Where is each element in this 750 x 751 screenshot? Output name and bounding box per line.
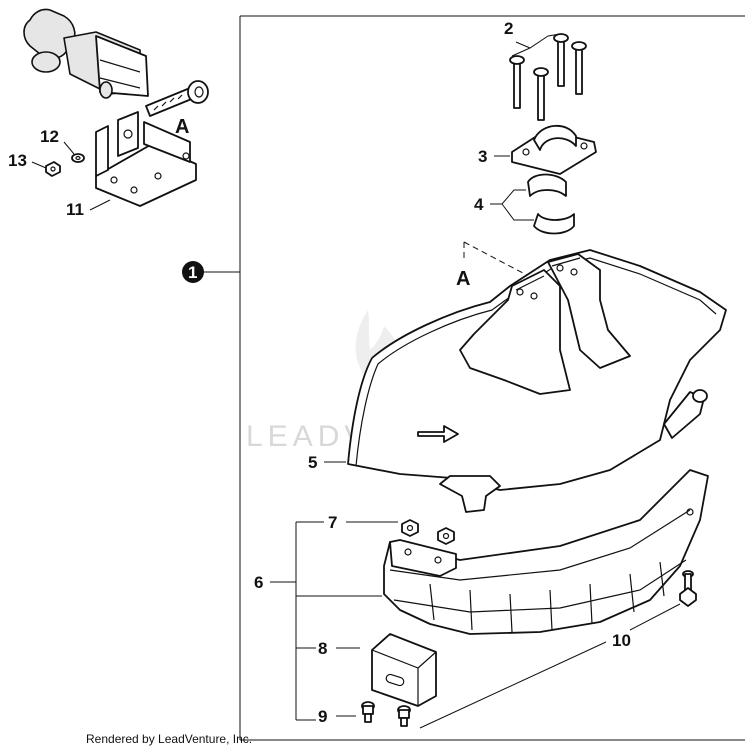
callout-12: 12 [40, 127, 59, 146]
screws-9 [361, 701, 411, 727]
leader-11 [89, 199, 111, 211]
leader-12 [63, 141, 75, 155]
leader-4 [490, 189, 534, 221]
assembly-frame [239, 15, 745, 741]
callout-1-badge [182, 261, 204, 283]
callout-11: 11 [66, 200, 84, 219]
leader-10 [419, 603, 681, 729]
callout-4: 4 [474, 195, 484, 214]
bracket-6 [270, 521, 382, 721]
callout-2: 2 [504, 19, 513, 38]
bolts-2 [509, 33, 587, 121]
bracket-bolt [145, 80, 209, 117]
footer-credit: Rendered by LeadVenture, Inc. [86, 732, 253, 746]
plate-8 [371, 633, 437, 707]
clamp-3 [511, 125, 597, 175]
guard-extension-6 [383, 469, 709, 635]
callout-13: 13 [8, 151, 27, 170]
leader-13 [31, 161, 47, 169]
callout-8: 8 [318, 639, 327, 658]
washer-12 [71, 153, 85, 163]
callout-7: 7 [328, 513, 337, 532]
bolt-10 [679, 570, 697, 607]
callout-9: 9 [318, 707, 327, 726]
callout-1: 1 [188, 263, 197, 282]
guard-5 [347, 249, 727, 513]
ref-mark-bracket: A [175, 116, 189, 138]
leader-2 [511, 33, 561, 57]
ref-mark-guard: A [456, 268, 470, 290]
callout-3: 3 [478, 147, 487, 166]
nuts-7 [401, 519, 455, 545]
callout-5: 5 [308, 453, 317, 472]
nut-13 [45, 161, 61, 177]
callout-6: 6 [254, 573, 263, 592]
shaft-illustration [23, 8, 149, 99]
cushions-4 [527, 173, 575, 235]
callout-10: 10 [612, 631, 631, 650]
bracket-11 [95, 111, 197, 207]
